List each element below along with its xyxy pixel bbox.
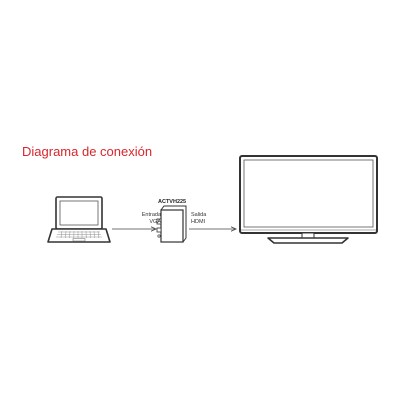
device-name-label: ACTVH225	[158, 199, 187, 205]
diagram-title: Diagrama de conexión	[22, 144, 153, 159]
adapter-box-icon	[156, 205, 187, 243]
laptop-icon	[47, 196, 111, 243]
tv-icon	[239, 155, 378, 244]
output-label: Salida HDMI	[191, 212, 206, 226]
output-label-line2: HDMI	[191, 219, 206, 225]
output-label-line1: Salida	[191, 212, 207, 218]
input-label: Entrada VGA	[131, 212, 161, 226]
input-label-line2: VGA	[149, 219, 161, 225]
input-label-line1: Entrada	[141, 212, 161, 218]
